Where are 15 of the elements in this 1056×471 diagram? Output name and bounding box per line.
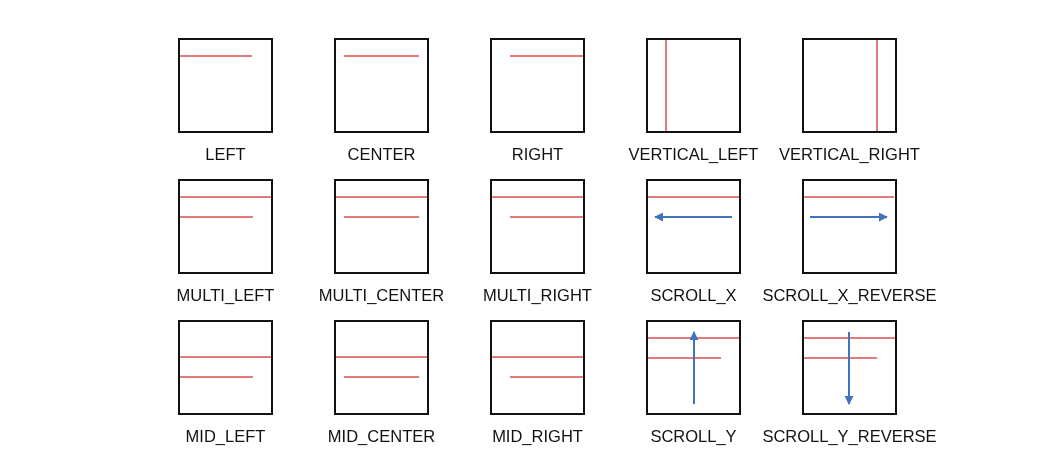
node-label: MULTI_CENTER <box>318 285 445 305</box>
node-label: VERTICAL_RIGHT <box>779 144 920 164</box>
node-label: MULTI_LEFT <box>176 285 275 305</box>
node-label: SCROLL_Y <box>650 426 737 446</box>
node-label: SCROLL_Y_REVERSE <box>762 426 937 446</box>
node-label: RIGHT <box>511 144 564 164</box>
node-label: LEFT <box>205 144 246 164</box>
node-label: MULTI_RIGHT <box>483 285 592 305</box>
node-label: MID_CENTER <box>327 426 436 446</box>
node-label: VERTICAL_LEFT <box>628 144 759 164</box>
node-label: MID_RIGHT <box>492 426 583 446</box>
node-label: SCROLL_X <box>650 285 737 305</box>
node-label: MID_LEFT <box>185 426 266 446</box>
node-label: SCROLL_X_REVERSE <box>762 285 937 305</box>
node-label: CENTER <box>347 144 416 164</box>
